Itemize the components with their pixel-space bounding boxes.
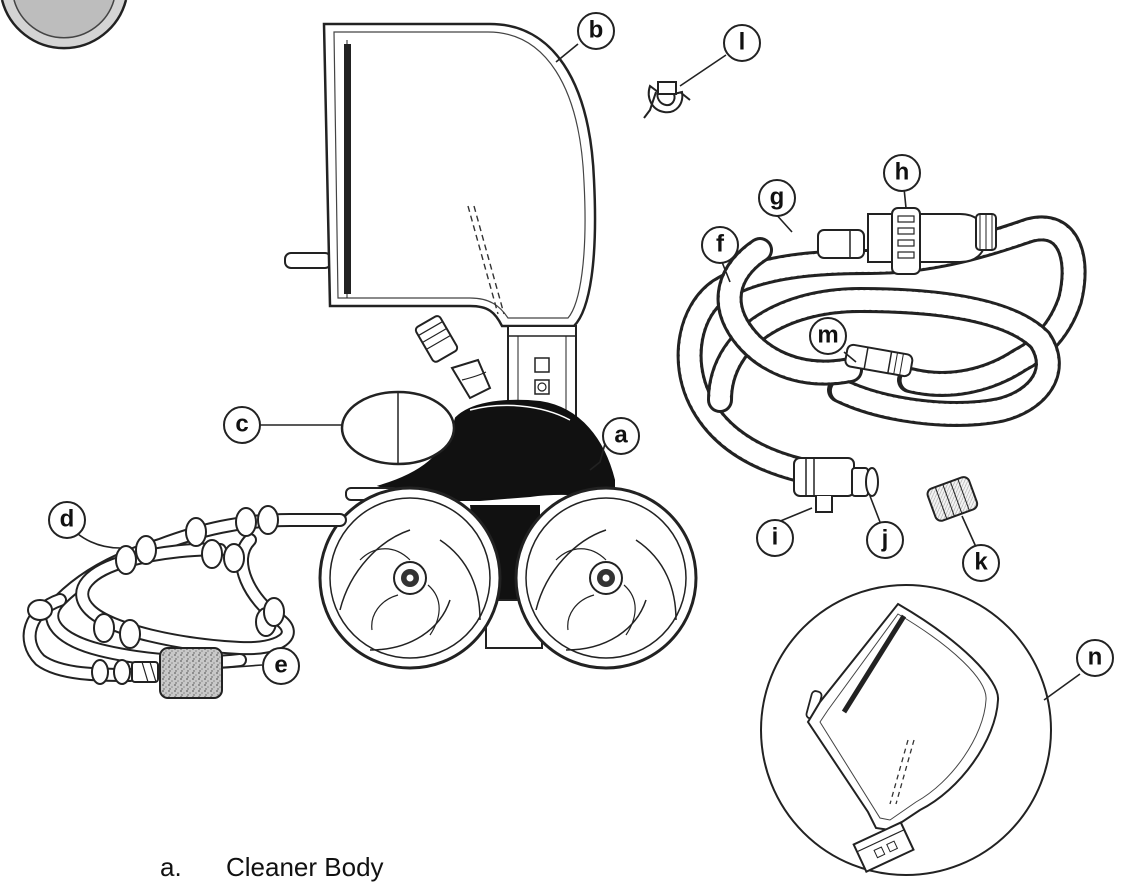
callout-m-label: m xyxy=(817,322,838,349)
callout-b-label: b xyxy=(589,17,604,44)
parts-legend: a. Cleaner Body xyxy=(160,852,384,883)
callout-k-label: k xyxy=(974,549,988,576)
corner-badge-icon xyxy=(0,0,128,50)
in-line-filter-icon xyxy=(926,476,979,522)
debris-bag-icon xyxy=(284,22,597,328)
callout-n-label: n xyxy=(1088,644,1103,671)
callout-c-label: c xyxy=(235,411,248,438)
callout-a-label: a xyxy=(614,422,628,449)
feed-hose-icon xyxy=(676,207,1087,513)
callout-e-label: e xyxy=(274,652,287,679)
callout-j: j xyxy=(866,521,904,559)
callout-l-label: l xyxy=(739,29,746,56)
callout-f-label: f xyxy=(716,231,725,258)
callout-d: d xyxy=(48,501,86,539)
callout-m: m xyxy=(809,317,847,355)
callout-g-label: g xyxy=(770,184,785,211)
callout-d-label: d xyxy=(60,506,75,533)
callout-e: e xyxy=(262,647,300,685)
callout-k: k xyxy=(962,544,1000,582)
leader-lines xyxy=(65,43,1081,701)
callout-n: n xyxy=(1076,639,1114,677)
zippered-bag-inset xyxy=(760,584,1052,876)
callout-b: b xyxy=(577,12,615,50)
callout-i: i xyxy=(756,519,794,557)
callout-f: f xyxy=(701,226,739,264)
float-icon xyxy=(340,390,456,466)
legend-letter: a. xyxy=(160,852,182,882)
scrubber-icon xyxy=(159,647,223,699)
callout-a: a xyxy=(602,417,640,455)
callout-g: g xyxy=(758,179,796,217)
callout-h: h xyxy=(883,154,921,192)
hose-clip-icon xyxy=(643,81,691,119)
callout-h-label: h xyxy=(895,159,910,186)
legend-label: Cleaner Body xyxy=(226,852,384,882)
legend-item-a: a. Cleaner Body xyxy=(160,852,384,883)
cleaner-body-icon xyxy=(318,315,698,670)
callout-c: c xyxy=(223,406,261,444)
sweep-hose-icon xyxy=(22,505,347,685)
callout-j-label: j xyxy=(881,526,889,553)
callout-i-label: i xyxy=(772,524,779,551)
callout-l: l xyxy=(723,24,761,62)
